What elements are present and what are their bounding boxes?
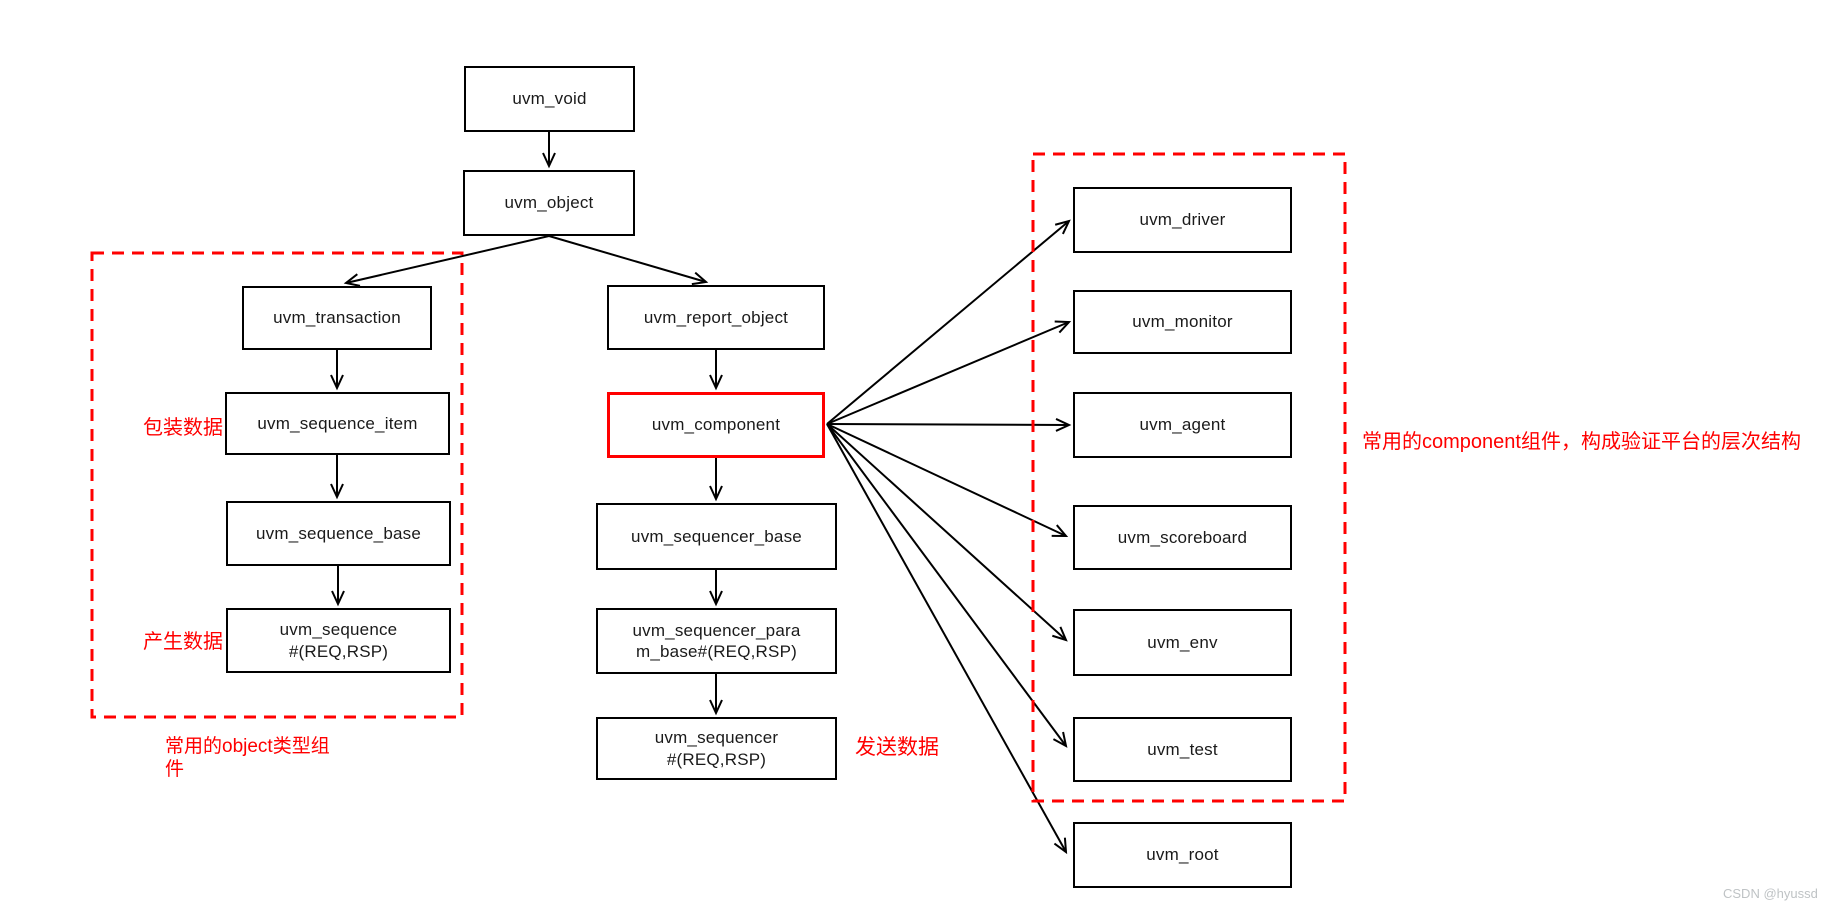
node-uvm-object: uvm_object	[463, 170, 635, 236]
annotation-component-group: 常用的component组件，构成验证平台的层次结构	[1362, 431, 1801, 453]
node-uvm-component: uvm_component	[607, 392, 825, 458]
node-uvm-transaction: uvm_transaction	[242, 286, 432, 350]
node-uvm-sequencer-base: uvm_sequencer_base	[596, 503, 837, 570]
node-label: uvm_object	[504, 193, 594, 213]
node-label: uvm_monitor	[1132, 312, 1233, 332]
node-uvm-driver: uvm_driver	[1073, 187, 1292, 253]
node-label: uvm_void	[512, 89, 587, 109]
inheritance-arrows	[330, 132, 723, 716]
node-label: uvm_transaction	[273, 308, 401, 328]
component-fanout-arrows	[826, 219, 1072, 855]
node-uvm-root: uvm_root	[1073, 822, 1292, 888]
node-label: uvm_agent	[1139, 415, 1226, 435]
node-uvm-test: uvm_test	[1073, 717, 1292, 782]
node-label: uvm_scoreboard	[1117, 527, 1248, 547]
node-label: uvm_root	[1146, 845, 1219, 865]
node-uvm-sequence-base: uvm_sequence_base	[226, 501, 451, 566]
node-uvm-agent: uvm_agent	[1073, 392, 1292, 458]
node-uvm-env: uvm_env	[1073, 609, 1292, 676]
node-uvm-sequence: uvm_sequence #(REQ,RSP)	[226, 608, 451, 673]
node-label: uvm_driver	[1139, 210, 1226, 230]
node-label: uvm_sequencer #(REQ,RSP)	[654, 728, 779, 769]
node-label: uvm_sequence_base	[255, 523, 422, 543]
node-uvm-report-object: uvm_report_object	[607, 285, 825, 350]
annotation-produce-data: 产生数据	[143, 631, 223, 653]
node-label: uvm_env	[1147, 632, 1218, 652]
node-label: uvm_test	[1147, 739, 1218, 759]
node-uvm-sequence-item: uvm_sequence_item	[225, 392, 450, 455]
watermark-text: CSDN @hyussd	[1723, 886, 1818, 901]
annotation-wrap-data: 包装数据	[143, 417, 223, 439]
node-uvm-monitor: uvm_monitor	[1073, 290, 1292, 354]
node-uvm-void: uvm_void	[464, 66, 635, 132]
node-uvm-scoreboard: uvm_scoreboard	[1073, 505, 1292, 570]
node-label: uvm_report_object	[643, 307, 789, 327]
annotation-send-data: 发送数据	[855, 736, 939, 759]
node-label: uvm_sequence_item	[257, 413, 418, 433]
node-label: uvm_sequencer_para m_base#(REQ,RSP)	[632, 620, 801, 661]
node-uvm-sequencer: uvm_sequencer #(REQ,RSP)	[596, 717, 837, 780]
node-uvm-sequencer-param-base: uvm_sequencer_para m_base#(REQ,RSP)	[596, 608, 837, 674]
object-group-frame	[90, 251, 464, 719]
node-label: uvm_sequencer_base	[631, 526, 802, 546]
annotation-object-group: 常用的object类型组 件	[165, 736, 330, 780]
node-label: uvm_component	[651, 415, 781, 435]
node-label: uvm_sequence #(REQ,RSP)	[279, 620, 398, 661]
